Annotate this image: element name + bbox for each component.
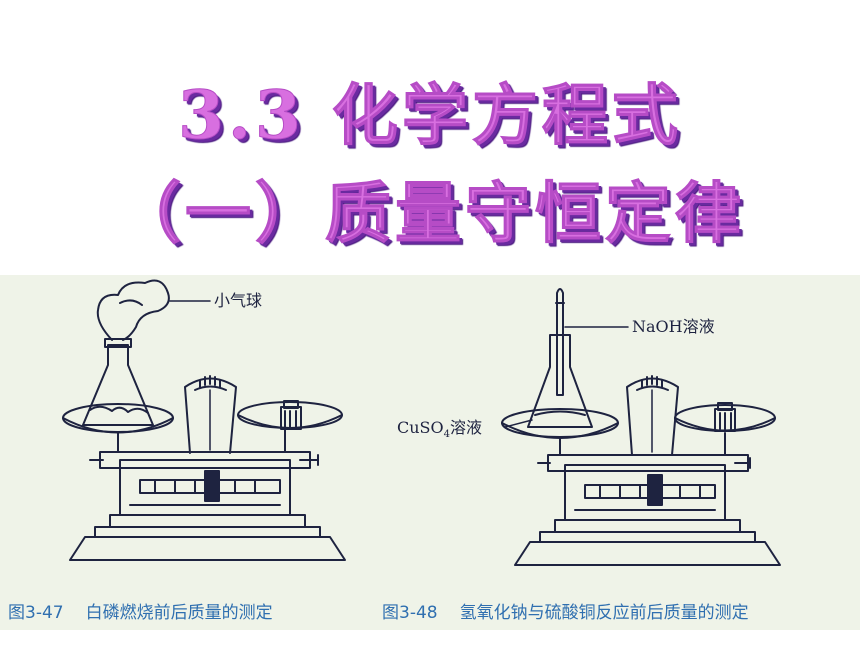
page-title-line-1: 3.3 化学方程式	[178, 76, 682, 155]
label-naoh-solution: NaOH溶液	[632, 317, 715, 336]
left-balance-illustration	[62, 279, 346, 561]
caption-figure-3-48: 图3-48 氢氧化钠与硫酸铜反应前后质量的测定	[382, 598, 749, 623]
right-balance-illustration	[501, 288, 781, 566]
caption-text: 白磷燃烧前后质量的测定	[85, 603, 273, 623]
page-title-line-2: （一）质量守恒定律	[115, 174, 745, 253]
caption-number: 图3-47	[8, 603, 64, 623]
label-cuso4-solution: CuSO4溶液	[397, 418, 482, 440]
caption-figure-3-47: 图3-47 白磷燃烧前后质量的测定	[8, 598, 273, 623]
caption-number: 图3-48	[382, 603, 438, 623]
figure-panel: 小气球 NaOH溶液 CuSO4溶液	[0, 275, 860, 630]
caption-text: 氢氧化钠与硫酸铜反应前后质量的测定	[459, 603, 749, 623]
label-balloon: 小气球	[214, 291, 262, 310]
balance-illustrations: 小气球 NaOH溶液 CuSO4溶液	[62, 279, 781, 566]
